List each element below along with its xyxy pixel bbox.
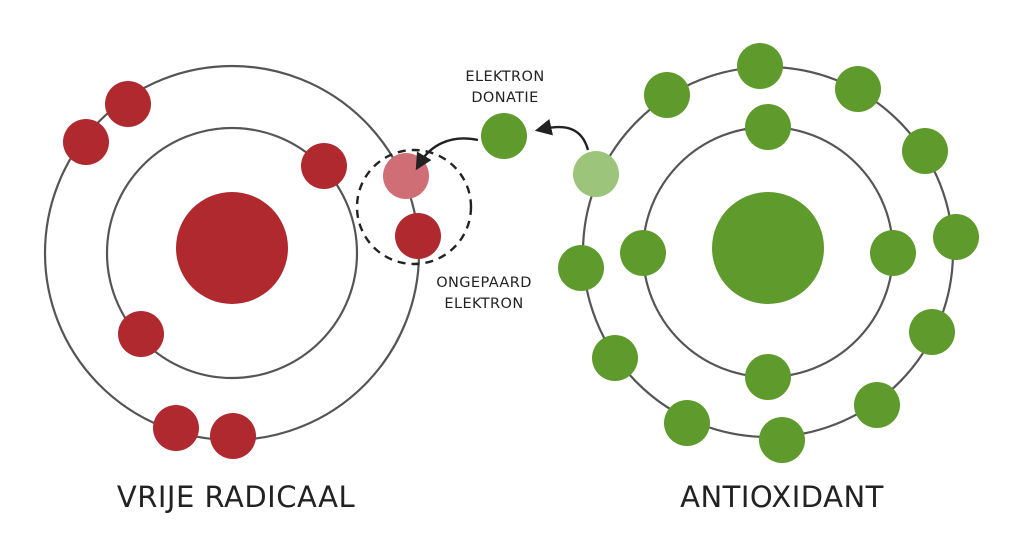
unpaired-electron-highlight-ring — [355, 148, 473, 266]
free-radical-electron — [63, 119, 109, 165]
electron-transfer — [415, 113, 590, 171]
donation-arrow-left — [415, 137, 479, 171]
electron-donation-label-line1: ELEKTRON — [465, 69, 544, 85]
antioxidant-electron — [620, 230, 666, 276]
antioxidant-nucleus — [712, 192, 824, 304]
antioxidant-electron — [558, 245, 604, 291]
unpaired-electron-label-line2: ELEKTRON — [444, 296, 523, 312]
free-radical-electron — [105, 81, 151, 127]
free-radical-electron — [153, 405, 199, 451]
unpaired-electron-label-line1: ONGEPAARD — [436, 275, 532, 291]
antioxidant-electron — [933, 214, 979, 260]
free-radical-inner-orbit — [105, 126, 359, 380]
antioxidant-electron — [664, 400, 710, 446]
antioxidant-atom — [558, 43, 979, 463]
antioxidant-label: ANTIOXIDANT — [680, 480, 884, 514]
free-radical-atom — [43, 64, 473, 459]
antioxidant-electron — [644, 72, 690, 118]
antioxidant-electron — [835, 66, 881, 112]
antioxidant-electron — [737, 43, 783, 89]
antioxidant-electron — [745, 354, 791, 400]
antioxidant-electron — [902, 128, 948, 174]
donation-arrow-right — [534, 119, 590, 151]
unpaired-electron — [395, 213, 441, 259]
free-radical-electron — [210, 413, 256, 459]
antioxidant-electron — [909, 309, 955, 355]
antioxidant-electron — [745, 104, 791, 150]
antioxidant-electron — [854, 382, 900, 428]
antioxidant-electron — [759, 417, 805, 463]
electron-donation-label-line2: DONATIE — [471, 90, 538, 106]
free-radical-electron — [118, 311, 164, 357]
antioxidant-electron — [592, 335, 638, 381]
free-radical-label: VRIJE RADICAAL — [117, 480, 355, 514]
transferring-electron — [481, 113, 527, 159]
free-radical-nucleus — [176, 192, 288, 304]
antioxidant-electron — [870, 230, 916, 276]
free-radical-electron — [301, 143, 347, 189]
donated-electron-faded — [573, 151, 619, 197]
